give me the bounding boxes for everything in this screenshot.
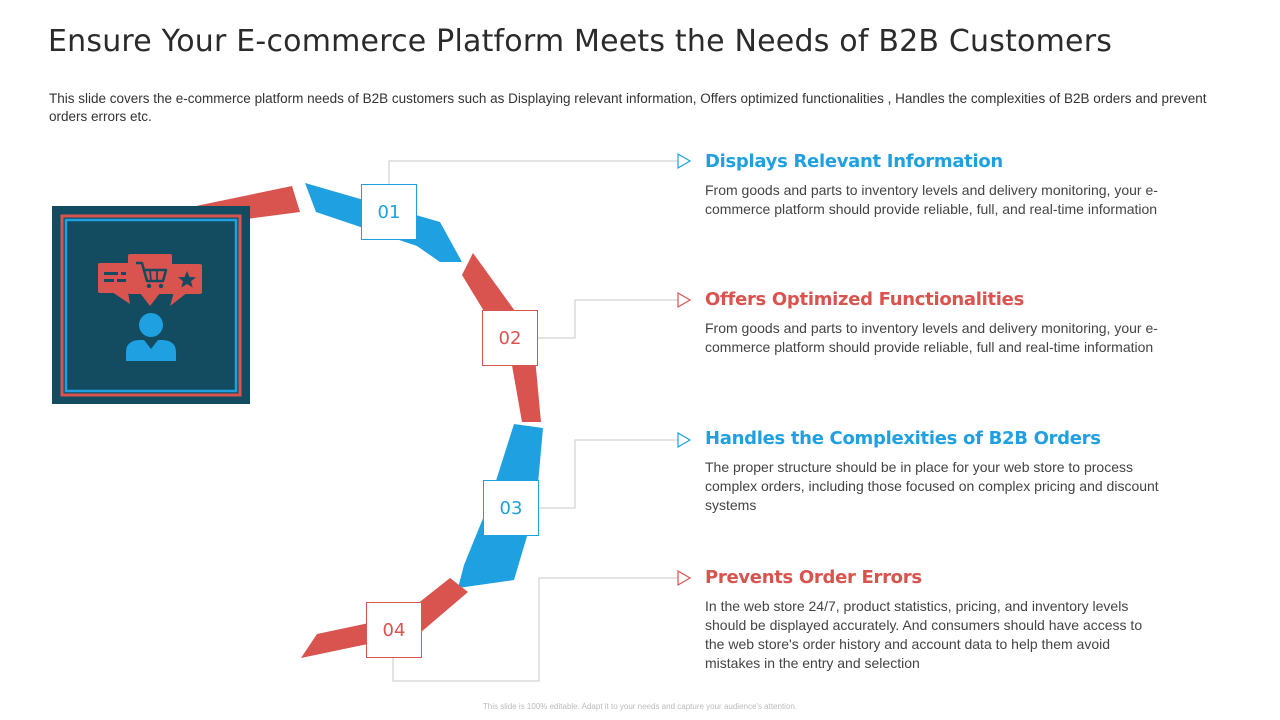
person-icon xyxy=(126,313,176,361)
star-bubble-icon xyxy=(168,264,202,306)
arrow-right-icon-01 xyxy=(677,152,692,170)
arrow-right-icon-03 xyxy=(677,431,692,449)
item-description: From goods and parts to inventory levels… xyxy=(705,182,1158,217)
connector-line-04 xyxy=(392,577,678,682)
item-title: Displays Relevant Information xyxy=(705,151,1003,172)
connector-lines xyxy=(388,160,678,682)
item-handles-complexities: Handles the Complexities of B2B Orders T… xyxy=(705,428,1165,515)
chat-bubble-icon xyxy=(98,263,134,304)
connector-line-02 xyxy=(538,299,678,339)
shopping-cart-icon xyxy=(128,254,172,306)
page-title: Ensure Your E-commerce Platform Meets th… xyxy=(48,24,1113,59)
arrow-right-icon-02 xyxy=(677,291,692,309)
page-subtitle: This slide covers the e-commerce platfor… xyxy=(49,91,1207,124)
item-displays-relevant-information: Displays Relevant Information From goods… xyxy=(705,151,1165,219)
step-number-04: 04 xyxy=(366,602,422,658)
connector-line-01 xyxy=(388,160,678,184)
item-description: From goods and parts to inventory levels… xyxy=(705,320,1158,355)
item-title: Prevents Order Errors xyxy=(705,567,922,588)
connector-line-03 xyxy=(539,439,678,509)
step-number-01: 01 xyxy=(361,184,417,240)
item-title: Offers Optimized Functionalities xyxy=(705,289,1024,310)
item-offers-optimized-functionalities: Offers Optimized Functionalities From go… xyxy=(705,289,1165,357)
arrow-right-icon-04 xyxy=(677,569,692,587)
item-description: In the web store 24/7, product statistic… xyxy=(705,598,1143,671)
item-prevents-order-errors: Prevents Order Errors In the web store 2… xyxy=(705,567,1165,673)
customer-ecommerce-icon xyxy=(52,206,250,404)
footer-note: This slide is 100% editable. Adapt it to… xyxy=(482,702,798,711)
step-number-03: 03 xyxy=(483,480,539,536)
item-title: Handles the Complexities of B2B Orders xyxy=(705,428,1101,449)
step-number-02: 02 xyxy=(482,310,538,366)
arc-segment-red-3 xyxy=(301,578,468,658)
item-description: The proper structure should be in place … xyxy=(705,459,1159,513)
